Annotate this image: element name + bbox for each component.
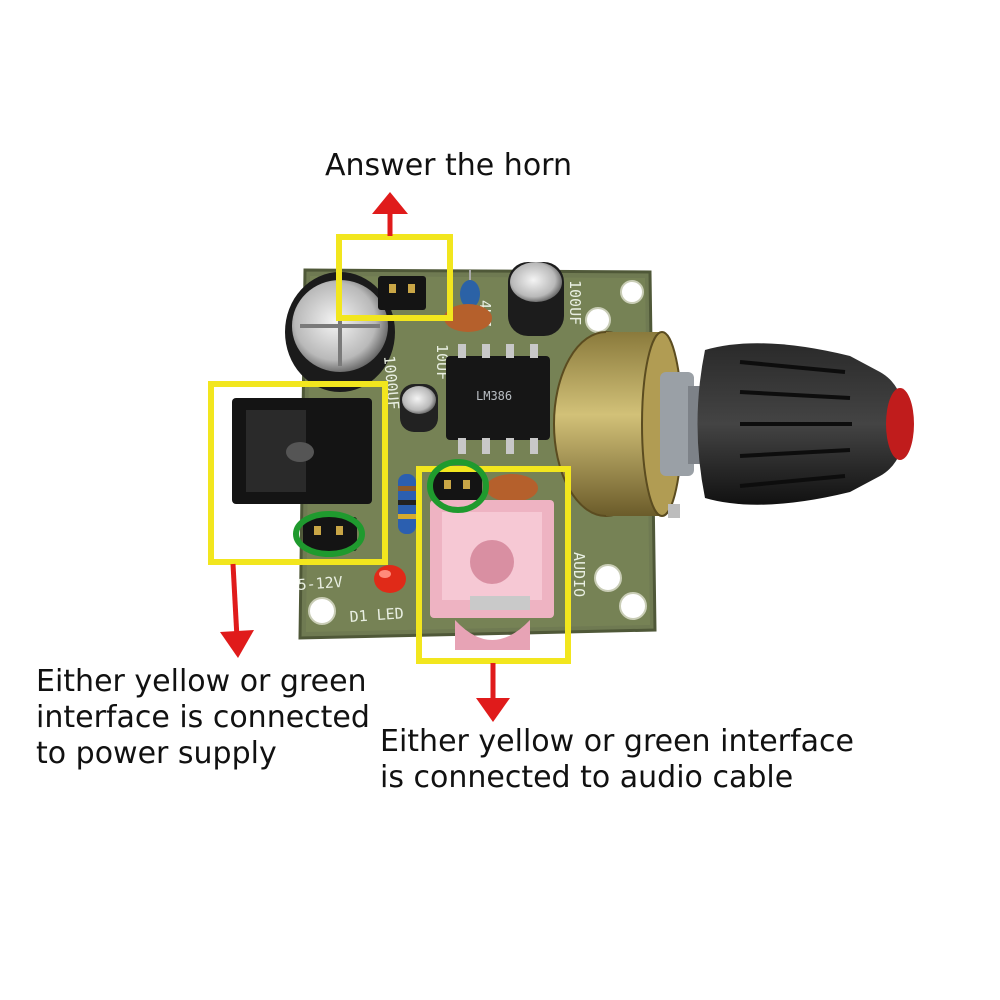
audio-header [432, 472, 482, 506]
volume-knob [697, 343, 914, 505]
led-marking: D1 LED [349, 604, 404, 626]
cap-small-marking: 100UF [566, 280, 584, 325]
power-highlight-box [208, 381, 388, 565]
speaker-header [378, 276, 426, 310]
dc-power-jack [232, 398, 372, 504]
film-capacitor [444, 304, 492, 332]
arrow-down-icon [476, 663, 510, 722]
lm386-chip: LM386 [446, 344, 550, 454]
audio-jack [430, 500, 554, 650]
audio-marking: AUDIO [570, 552, 588, 597]
arrow-up-icon [372, 192, 408, 236]
horn-annotation: Answer the horn [325, 148, 572, 183]
resistor [398, 474, 416, 534]
capacitor-100uf: 100UF [508, 262, 584, 336]
audio-header-highlight [427, 459, 489, 513]
power-header [303, 517, 357, 551]
audio-highlight-box [416, 466, 571, 664]
supply-voltage-marking: 5-12V [297, 573, 343, 594]
chip-marking: LM386 [476, 389, 512, 403]
led-indicator [374, 565, 406, 593]
power-annotation: Either yellow or green interface is conn… [36, 664, 370, 771]
ceramic-capacitor-2 [486, 474, 538, 502]
arrow-down-icon [220, 563, 254, 658]
capacitor-1000uf: 1000UF [285, 272, 403, 410]
audio-annotation: Either yellow or green interface is conn… [380, 724, 854, 795]
horn-highlight-box [336, 234, 453, 321]
volume-potentiometer [553, 331, 710, 518]
power-header-highlight [293, 511, 365, 557]
ceramic-capacitor [460, 270, 480, 308]
